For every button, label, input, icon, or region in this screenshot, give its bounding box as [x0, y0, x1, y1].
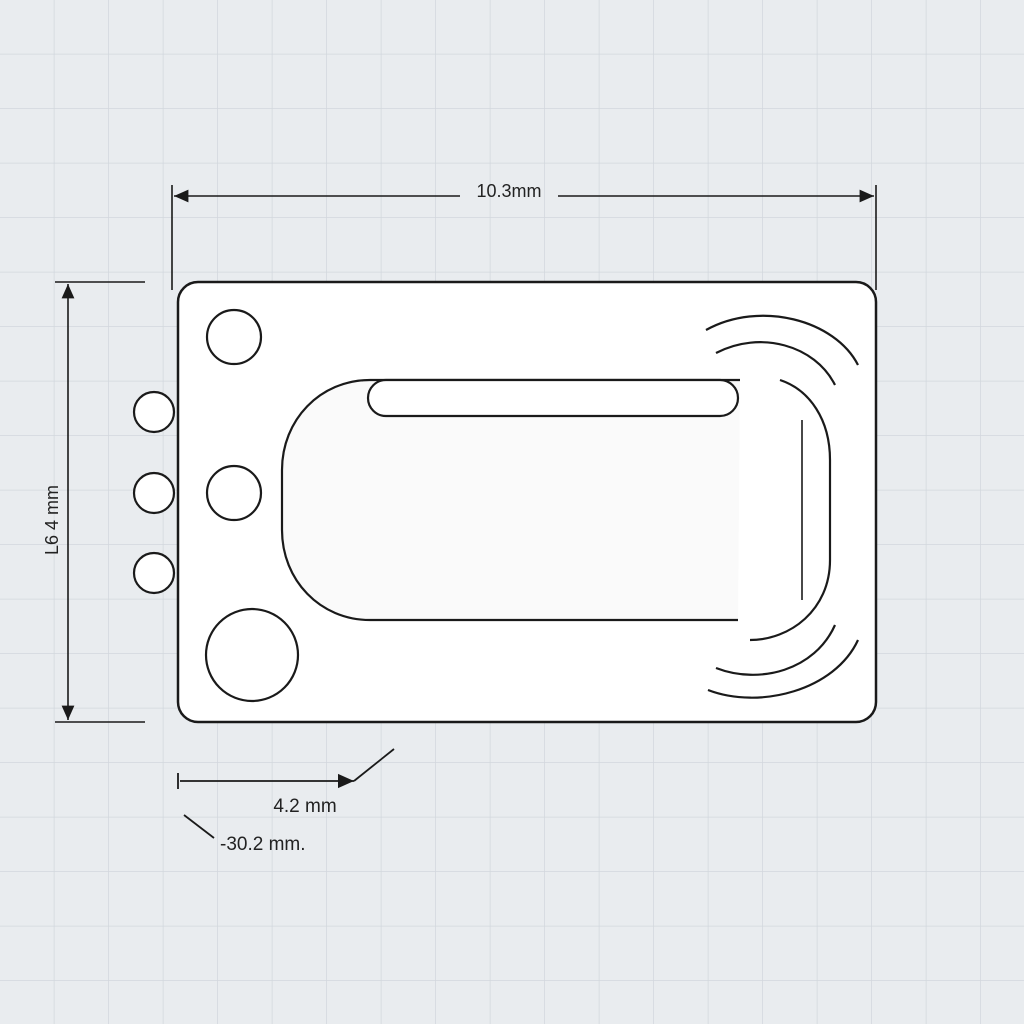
height-dimension — [55, 281, 145, 723]
side-pin-1 — [132, 390, 176, 434]
width-dimension — [171, 185, 877, 290]
side-pin-2 — [132, 471, 176, 515]
side-pin-3 — [132, 551, 176, 595]
offset-label: 4.2 mm — [273, 796, 336, 817]
depth-label: -30.2 mm. — [220, 834, 306, 855]
width-label: 10.3mm — [476, 181, 541, 201]
inner-arc — [749, 378, 832, 642]
slot — [366, 378, 740, 418]
wave-arcs — [705, 314, 859, 699]
height-label: L6 4 mm — [42, 485, 62, 555]
hole-middle-left — [205, 464, 263, 522]
side-pins — [132, 390, 176, 595]
hole-bottom-left — [204, 607, 300, 703]
central-cutout — [280, 378, 740, 622]
hole-top-left — [205, 308, 263, 366]
offset-dimension — [177, 748, 395, 839]
mounting-holes — [204, 308, 300, 703]
